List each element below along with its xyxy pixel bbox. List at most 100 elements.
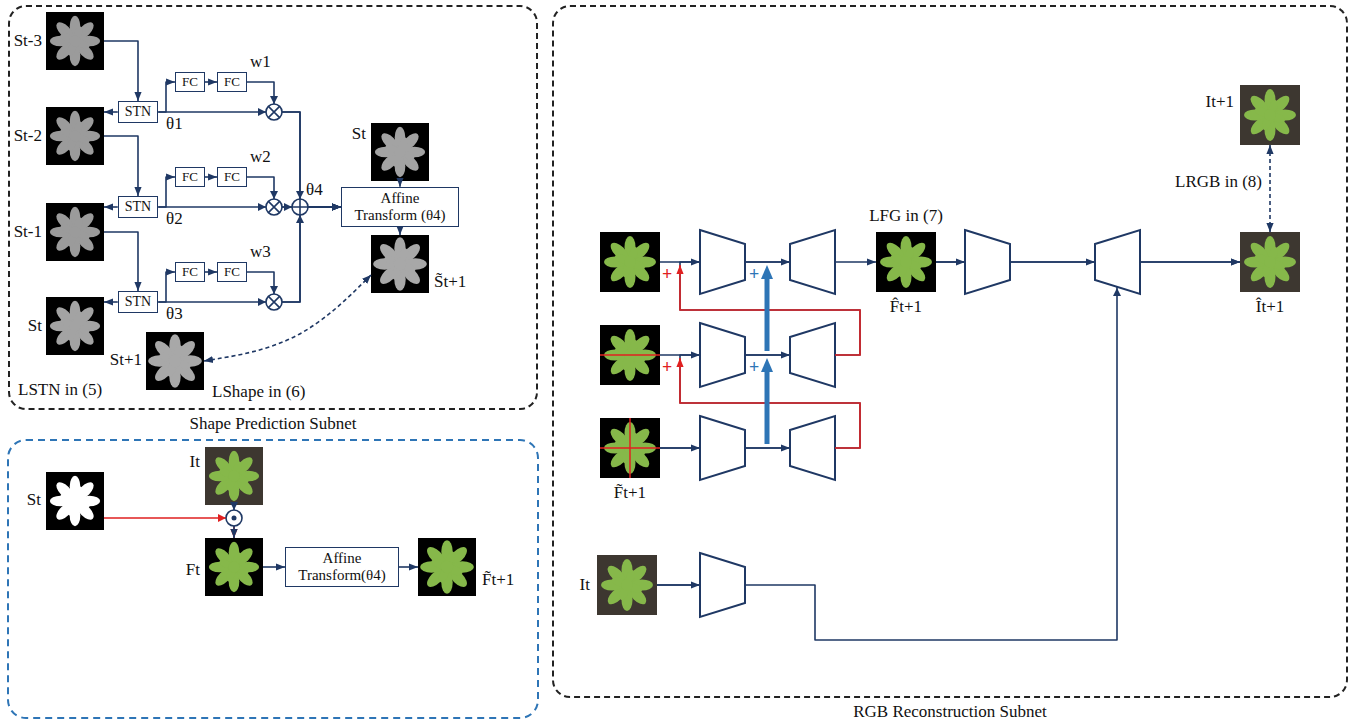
- polygon-shape: [230, 502, 238, 510]
- flow-arrow: [205, 271, 217, 273]
- flow-arrow: [104, 111, 118, 113]
- arrow-heads: [230, 96, 1121, 510]
- polygon-shape: [965, 230, 1010, 294]
- box-label: FC: [182, 75, 198, 90]
- flow-arrow: [158, 207, 341, 302]
- weight-label: w1: [250, 52, 271, 72]
- box-label: Affine Transform (θ4): [348, 190, 452, 225]
- polygon-shape: [270, 96, 278, 104]
- use-shape: [50, 207, 100, 257]
- process-box: FC: [175, 262, 205, 283]
- polygon-shape: [296, 191, 304, 199]
- polygon-shape: [258, 298, 266, 306]
- image-tile: St-3: [46, 12, 104, 70]
- image-label: It+1: [1206, 92, 1234, 112]
- flow-arrow: [104, 518, 234, 538]
- flow-arrow: [660, 262, 876, 448]
- rect-shape: [205, 447, 263, 505]
- image-tile: It: [597, 555, 657, 615]
- rect-shape: [1240, 232, 1300, 292]
- image-label: St-1: [14, 222, 42, 242]
- encoder-decoder: [700, 230, 1140, 617]
- line-shape: [600, 354, 660, 356]
- use-shape: [50, 16, 100, 66]
- loss-label: LFG in (7): [869, 206, 943, 226]
- image-label: St-3: [14, 31, 42, 51]
- rect-shape: [876, 232, 936, 292]
- path-shape: [745, 354, 790, 356]
- wires: [657, 262, 1095, 585]
- process-box: FC: [175, 167, 205, 188]
- box-label: FC: [182, 265, 198, 280]
- loss-label: LRGB in (8): [1175, 172, 1262, 192]
- panel-caption: RGB Reconstruction Subnet: [853, 702, 1047, 722]
- g-shape: [226, 510, 242, 526]
- path-shape: [657, 584, 700, 586]
- subnet-panel: It+1F̂t+1F̃t+1Ît+1ItRGB Reconstruction S…: [552, 5, 1348, 698]
- path-shape: [660, 354, 700, 356]
- weight-label: w2: [250, 147, 271, 167]
- flow-arrow: [247, 82, 341, 207]
- image-tile: F̂t+1: [876, 232, 936, 292]
- image-tile: St: [46, 297, 104, 355]
- rect-shape: [205, 538, 263, 596]
- path-shape: [268, 106, 279, 117]
- use-shape: [375, 127, 425, 177]
- image-label: St: [27, 490, 41, 510]
- image-label: St+1: [110, 350, 142, 370]
- image-tile: St: [46, 472, 104, 530]
- rect-shape: [146, 332, 204, 390]
- path-shape: [268, 201, 279, 212]
- use-shape: [50, 476, 100, 526]
- g-shape: [292, 199, 308, 215]
- box-label: FC: [182, 170, 198, 185]
- arrow-head: [218, 514, 226, 522]
- image-label: St: [352, 124, 366, 144]
- sum-sign: +: [749, 264, 759, 285]
- feature-arrows: [761, 265, 773, 444]
- use-shape: [420, 540, 474, 594]
- polygon-shape: [270, 191, 278, 199]
- polygon-shape: [790, 416, 835, 480]
- param-label: θ4: [306, 180, 323, 200]
- polygon-shape: [258, 108, 266, 116]
- param-label: θ3: [166, 304, 183, 324]
- use-shape: [50, 111, 100, 161]
- rect-shape: [46, 107, 104, 165]
- rect-shape: [600, 325, 660, 385]
- foreground-images: [46, 85, 1300, 615]
- rect-shape: [418, 538, 476, 596]
- image-tile: It: [205, 447, 263, 505]
- sum-sign: +: [662, 357, 672, 378]
- box-label: FC: [224, 170, 240, 185]
- sum-sign: +: [749, 357, 759, 378]
- g-shape: [266, 104, 282, 120]
- use-shape: [1244, 89, 1296, 141]
- flow-arrow: [205, 81, 217, 83]
- flow-arrow: [263, 566, 285, 568]
- blue-dashed-panel: [8, 440, 538, 718]
- use-shape: [50, 301, 100, 351]
- box-label: FC: [224, 265, 240, 280]
- use-shape: [1244, 236, 1296, 288]
- skip-lines: [680, 265, 860, 448]
- image-tile: St-2: [46, 107, 104, 165]
- image-tile: F̃t+1: [600, 418, 660, 478]
- use-shape: [604, 236, 656, 288]
- polygon-shape: [761, 358, 773, 372]
- flow-arrow: [158, 112, 341, 207]
- process-box: Affine Transform(θ4): [285, 547, 399, 588]
- image-label: St-2: [14, 126, 42, 146]
- polygon-shape: [700, 553, 745, 617]
- flow-arrow: [104, 136, 138, 196]
- polygon-shape: [790, 323, 835, 387]
- image-label: It: [190, 452, 200, 472]
- rect-shape: [600, 232, 660, 292]
- image-label: F̃t+1: [482, 570, 514, 590]
- use-shape: [209, 542, 259, 592]
- param-label: θ2: [166, 209, 183, 229]
- path-shape: [745, 261, 790, 263]
